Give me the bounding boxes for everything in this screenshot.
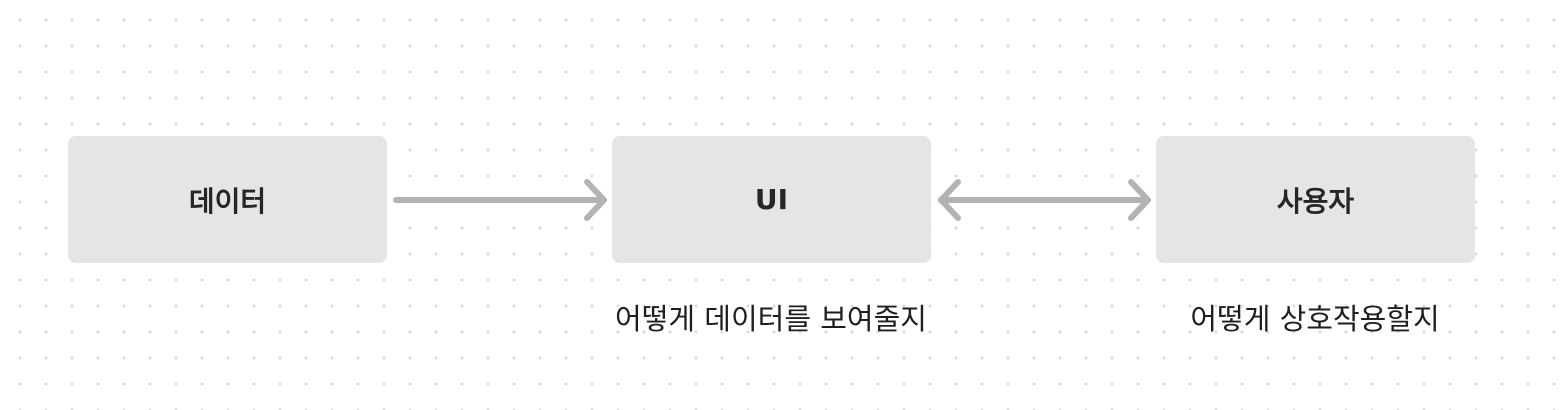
arrow-ui-user-head-right — [1128, 179, 1151, 221]
arrow-ui-user-head-left — [938, 179, 961, 221]
node-data: 데이터 — [68, 136, 387, 263]
node-ui: UI — [612, 136, 931, 263]
node-user: 사용자 — [1156, 136, 1475, 263]
caption-user: 어떻게 상호작용할지 — [1190, 302, 1440, 336]
node-ui-label: UI — [754, 183, 789, 216]
caption-ui: 어떻게 데이터를 보여줄지 — [615, 302, 927, 336]
arrow-data-to-ui-head — [584, 179, 607, 221]
arrow-data-to-ui — [393, 179, 607, 221]
node-user-label: 사용자 — [1276, 184, 1355, 218]
node-data-label: 데이터 — [188, 184, 267, 218]
arrow-ui-user-bidirectional — [938, 179, 1151, 221]
